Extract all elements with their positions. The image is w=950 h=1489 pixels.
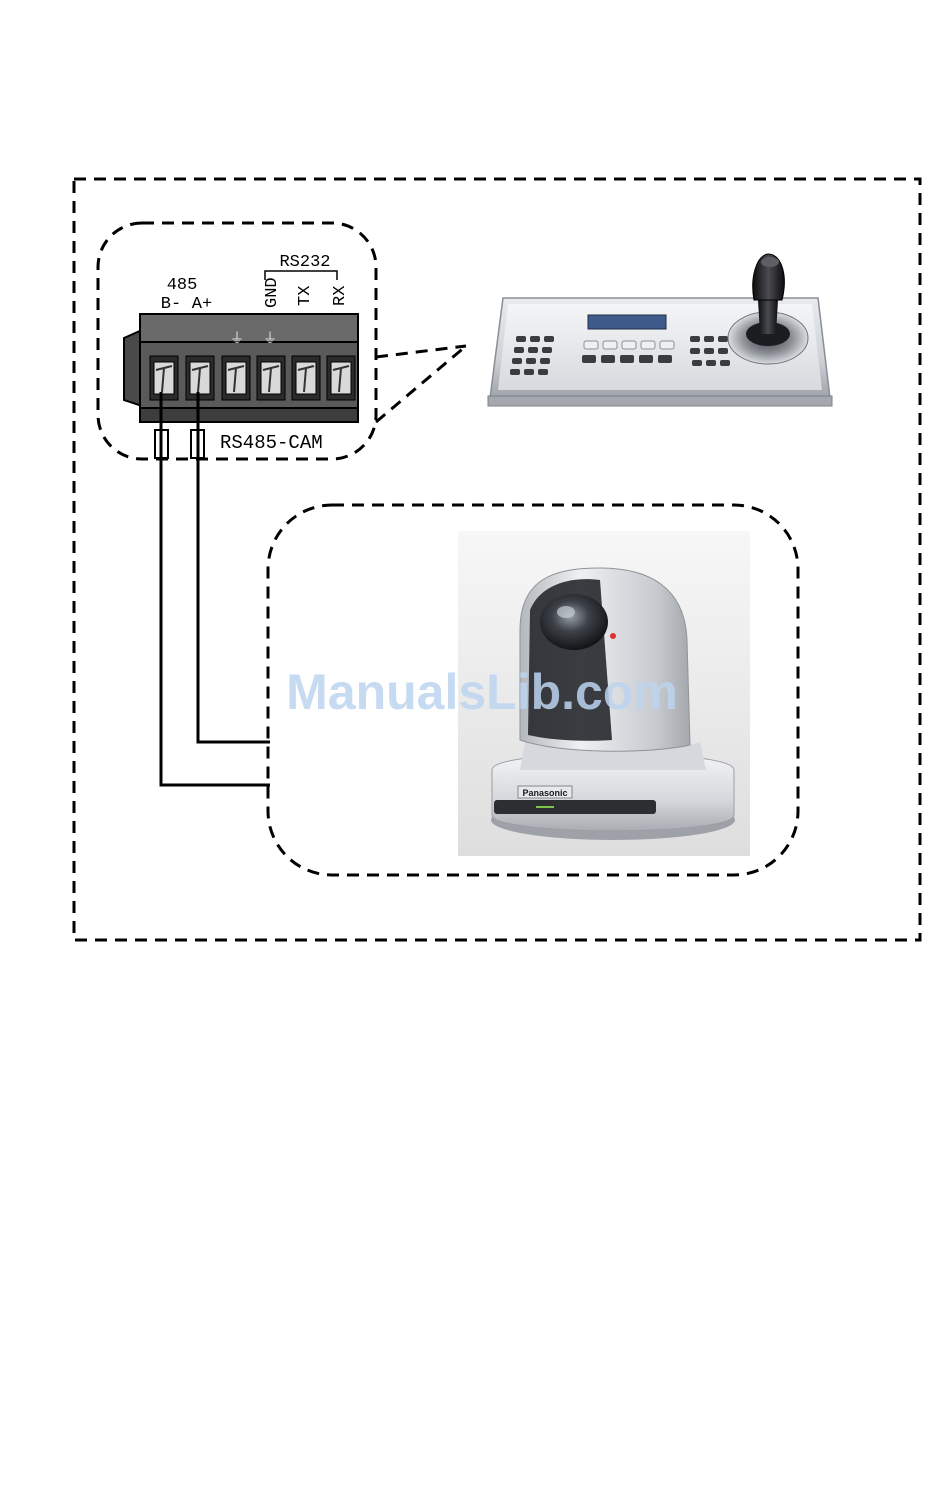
watermark-text: ManualsLib.com bbox=[286, 664, 678, 720]
label-b-minus: B- bbox=[161, 295, 181, 314]
terminal-pin-a bbox=[186, 356, 214, 400]
label-rs485-cam: RS485-CAM bbox=[220, 432, 323, 454]
callout-pointer-lower bbox=[376, 346, 466, 422]
terminal-pin-rx bbox=[327, 356, 355, 400]
callout-pointer-upper bbox=[376, 346, 466, 357]
label-485: 485 bbox=[167, 276, 198, 295]
label-a-plus: A+ bbox=[192, 295, 212, 314]
terminal-pin-gnd2 bbox=[257, 356, 285, 400]
ptz-controller-keyboard-icon bbox=[488, 254, 832, 406]
terminal-pin-b bbox=[150, 356, 178, 400]
terminal-block-icon: ⏚ ⏚ bbox=[124, 314, 358, 422]
terminal-pin-gnd1 bbox=[222, 356, 250, 400]
ground-symbol-left: ⏚ bbox=[230, 331, 244, 347]
label-rs232: RS232 bbox=[279, 253, 330, 272]
label-gnd: GND bbox=[263, 277, 282, 308]
ground-symbol-right: ⏚ bbox=[263, 331, 277, 347]
label-rx: RX bbox=[331, 286, 350, 306]
terminal-pin-tx bbox=[292, 356, 320, 400]
label-tx: TX bbox=[296, 286, 315, 306]
camera-brand-label: Panasonic bbox=[522, 788, 567, 798]
